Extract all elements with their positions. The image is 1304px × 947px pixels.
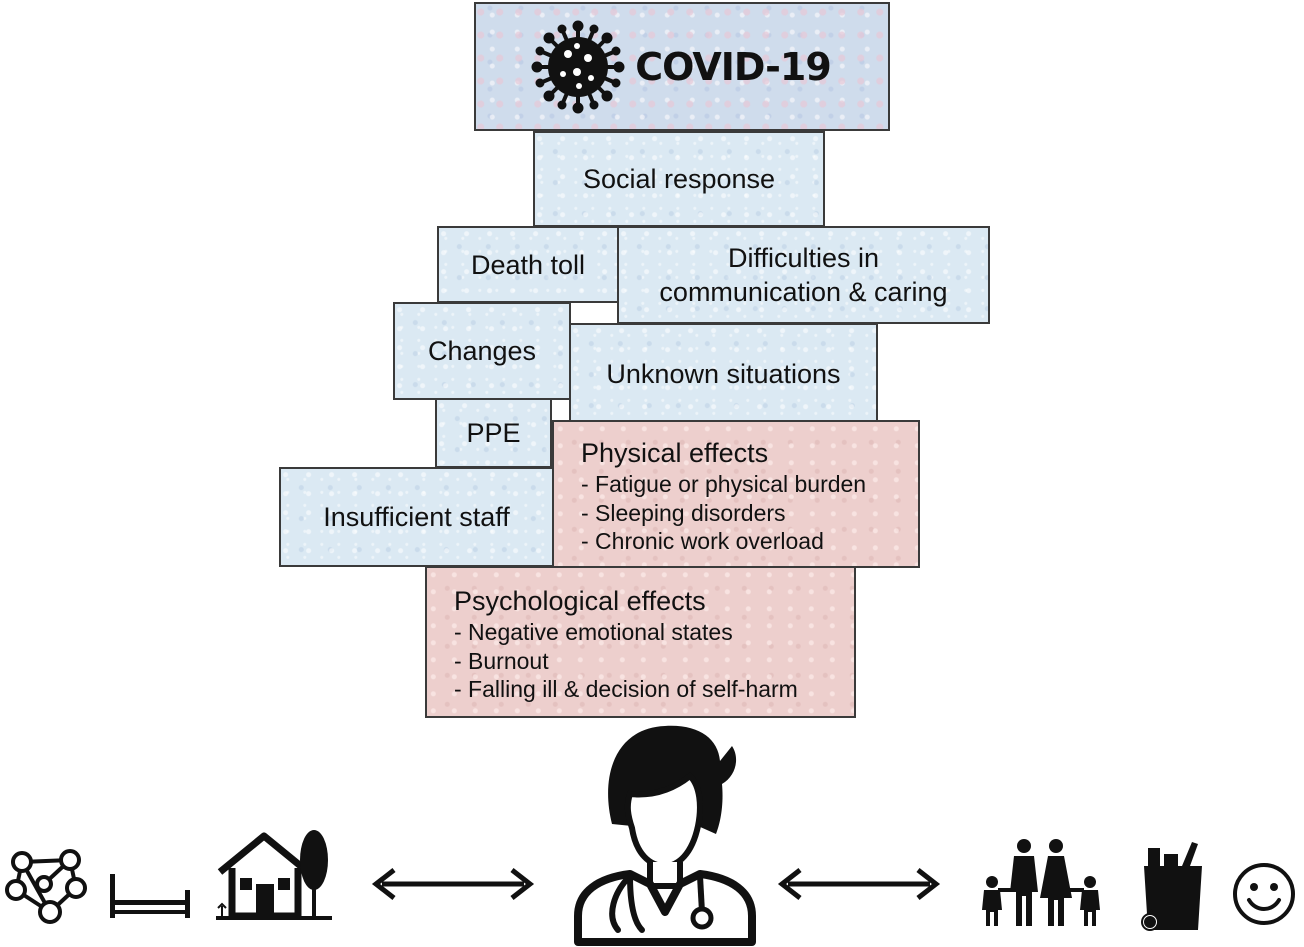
double-arrow-icon: [777, 868, 941, 900]
psychological-effect-item: - Burnout: [454, 647, 549, 674]
bed-icon: [110, 874, 190, 918]
social-network-icon: [5, 849, 87, 924]
psychological-effects-title: Psychological effects: [454, 586, 706, 616]
social-response-label: Social response: [582, 164, 776, 194]
insufficient-staff-box: Insufficient staff: [279, 467, 554, 567]
insufficient-staff-label: Insufficient staff: [323, 502, 510, 532]
changes-box: Changes: [393, 302, 571, 400]
physical-effect-item: - Fatigue or physical burden: [581, 471, 867, 497]
virus-icon: [531, 20, 625, 113]
physical-effects-box: Physical effects - Fatigue or physical b…: [552, 420, 920, 568]
covid-header-box: COVID-19: [474, 2, 890, 131]
psychological-effect-item: - Negative emotional states: [454, 619, 733, 645]
family-icon: [982, 839, 1100, 926]
communication-label-line1: Difficulties in: [727, 243, 880, 273]
covid-title: COVID-19: [635, 44, 832, 89]
death-toll-label: Death toll: [470, 249, 586, 280]
physical-effect-item: - Sleeping disorders: [581, 499, 786, 526]
smiley-icon: [1233, 863, 1295, 925]
psychological-effect-item: - Falling ill & decision of self-harm: [454, 676, 798, 702]
physical-effect-item: - Chronic work overload: [581, 528, 824, 554]
communication-label-line2: communication & caring: [659, 277, 948, 307]
house-icon: [216, 830, 332, 920]
death-toll-box: Death toll: [437, 226, 619, 303]
changes-label: Changes: [427, 336, 537, 366]
social-response-box: Social response: [533, 131, 825, 227]
grocery-bag-icon: [1141, 842, 1202, 931]
ppe-label: PPE: [466, 418, 521, 448]
psychological-effects-box: Psychological effects - Negative emotion…: [425, 566, 856, 718]
ppe-box: PPE: [435, 398, 552, 468]
healthcare-worker-icon: [574, 725, 756, 946]
unknown-situations-label: Unknown situations: [606, 358, 841, 389]
double-arrow-icon: [371, 868, 535, 900]
physical-effects-title: Physical effects: [581, 438, 769, 468]
unknown-situations-box: Unknown situations: [569, 323, 878, 424]
communication-box: Difficulties in communication & caring: [617, 226, 990, 324]
